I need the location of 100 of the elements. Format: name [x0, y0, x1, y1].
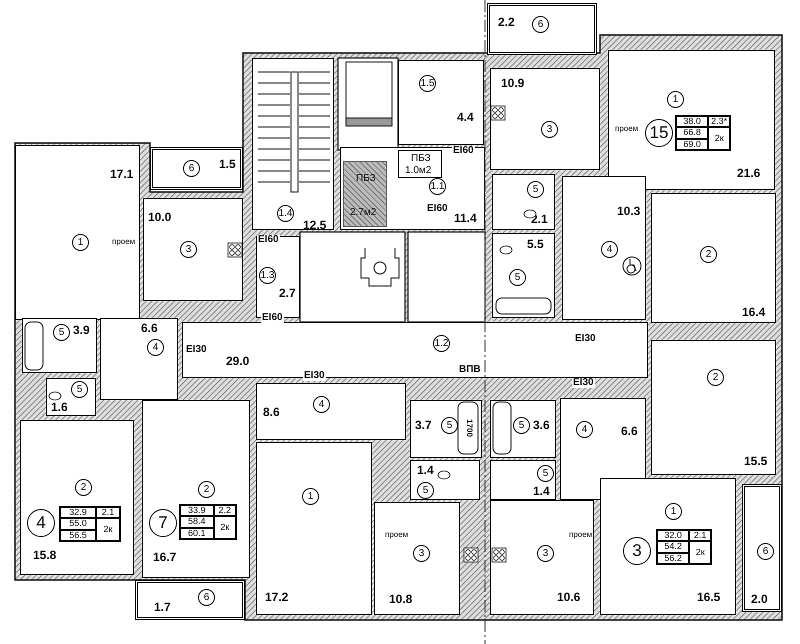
- opening-note: проем: [112, 238, 136, 246]
- balcony-outline: [150, 147, 243, 190]
- table-cell: 32.9: [60, 507, 96, 518]
- room-area: 1.7: [154, 601, 171, 613]
- room-number: 4: [576, 421, 593, 438]
- table-cell: 54.2: [657, 541, 690, 553]
- room-outline: [143, 198, 243, 301]
- room-number: 3: [413, 545, 430, 562]
- room-outline: [490, 500, 594, 615]
- dimension-label: 1700: [464, 418, 473, 438]
- room-number: 1: [665, 503, 682, 520]
- fire-rating-label: ВПВ: [458, 365, 482, 375]
- room-number: 5: [441, 417, 458, 434]
- room-outline: [182, 322, 648, 378]
- room-area: 3.6: [533, 419, 550, 431]
- room-area: 29.0: [226, 355, 250, 367]
- apartment-number: 15: [645, 119, 673, 147]
- table-cell: 2.1: [96, 507, 120, 518]
- room-area: 4.4: [457, 111, 474, 123]
- balcony-outline: [135, 580, 245, 620]
- room-number: 1.5: [419, 75, 436, 92]
- room-area: 16.4: [742, 306, 766, 318]
- room-number: 1: [302, 488, 319, 505]
- table-cell: 32.0: [657, 530, 690, 542]
- room-area: 6.6: [621, 425, 638, 437]
- table-cell: 56.2: [657, 552, 690, 564]
- room-outline: [20, 420, 134, 575]
- opening-note: проем: [569, 531, 592, 539]
- safe-zone-box: [398, 150, 442, 178]
- fire-rating-label: EI60: [261, 313, 284, 323]
- apartment-area-table: [179, 504, 237, 540]
- room-outline: [256, 442, 372, 615]
- room-number: 5: [527, 181, 544, 198]
- room-area: 11.4: [454, 212, 477, 224]
- fire-rating-label: EI30: [185, 345, 208, 355]
- room-area: 16.5: [697, 591, 720, 603]
- fire-rating-label: EI30: [303, 371, 326, 381]
- room-area: 3.7: [415, 419, 432, 431]
- table-cell: 69.0: [676, 138, 708, 150]
- table-cell: 2к: [708, 127, 730, 150]
- room-outline: [651, 193, 776, 323]
- room-number: 5: [71, 381, 88, 398]
- room-area: 1.5: [219, 158, 236, 170]
- room-area: 12.5: [303, 219, 326, 231]
- table-cell: 2.2: [214, 505, 236, 516]
- fire-rating-label: EI60: [426, 204, 449, 214]
- room-number: 2: [75, 479, 92, 496]
- room-area: 10.3: [617, 205, 640, 217]
- room-number: 6: [198, 589, 215, 606]
- apartment-area-table: [675, 115, 731, 151]
- room-area: 16.7: [153, 551, 176, 563]
- room-outline: [398, 60, 484, 145]
- opening-note: проем: [615, 125, 638, 133]
- room-area: 6.6: [141, 322, 158, 334]
- table-cell: 2.1: [689, 530, 711, 542]
- room-number: 4: [313, 396, 330, 413]
- table-cell: 66.8: [676, 127, 708, 139]
- zone-label: ПБЗ: [356, 174, 376, 184]
- room-number: 5: [53, 324, 70, 341]
- room-outline: [562, 176, 646, 320]
- zone-label: 2.7м2: [350, 208, 376, 218]
- room-outline: [252, 58, 334, 230]
- room-area: 2.2: [498, 16, 515, 28]
- room-number: 6: [183, 160, 200, 177]
- room-area: 3.9: [73, 324, 90, 336]
- room-number: 1.2: [433, 335, 450, 352]
- room-number: 5: [509, 269, 526, 286]
- table-cell: 2к: [96, 518, 120, 541]
- room-outline: [490, 460, 556, 500]
- apartment-number: 7: [149, 509, 177, 537]
- room-outline: [15, 145, 140, 320]
- room-number: 4: [147, 339, 164, 356]
- room-number: 2: [700, 246, 717, 263]
- room-number: 1: [72, 234, 89, 251]
- room-number: 5: [417, 482, 434, 499]
- room-area: 15.5: [744, 455, 768, 467]
- room-outline: [410, 460, 480, 500]
- room-outline: [142, 400, 250, 578]
- table-cell: 38.0: [676, 116, 708, 128]
- table-cell: 2к: [689, 541, 711, 564]
- table-cell: 2.3*: [708, 116, 730, 128]
- room-number: 4: [601, 241, 618, 258]
- hatched-safe-zone: [343, 161, 387, 227]
- room-area: 1.6: [51, 401, 68, 413]
- table-cell: 33.9: [180, 505, 214, 516]
- room-number: 2: [198, 481, 215, 498]
- room-area: 1.4: [417, 464, 434, 476]
- table-cell: 60.1: [180, 528, 214, 539]
- opening-note: проем: [385, 531, 408, 539]
- table-cell: 55.0: [60, 518, 96, 530]
- fire-rating-label: EI60: [257, 235, 280, 245]
- room-number: 1.3: [259, 267, 276, 284]
- room-number: 6: [757, 543, 774, 560]
- room-number: 6: [532, 16, 549, 33]
- room-number: 1.4: [277, 205, 294, 222]
- table-cell: 2к: [214, 516, 236, 539]
- apartment-area-table: [656, 529, 712, 565]
- room-number: 1.1: [429, 178, 446, 195]
- fire-rating-label: EI30: [574, 334, 597, 344]
- room-outline: [608, 50, 775, 190]
